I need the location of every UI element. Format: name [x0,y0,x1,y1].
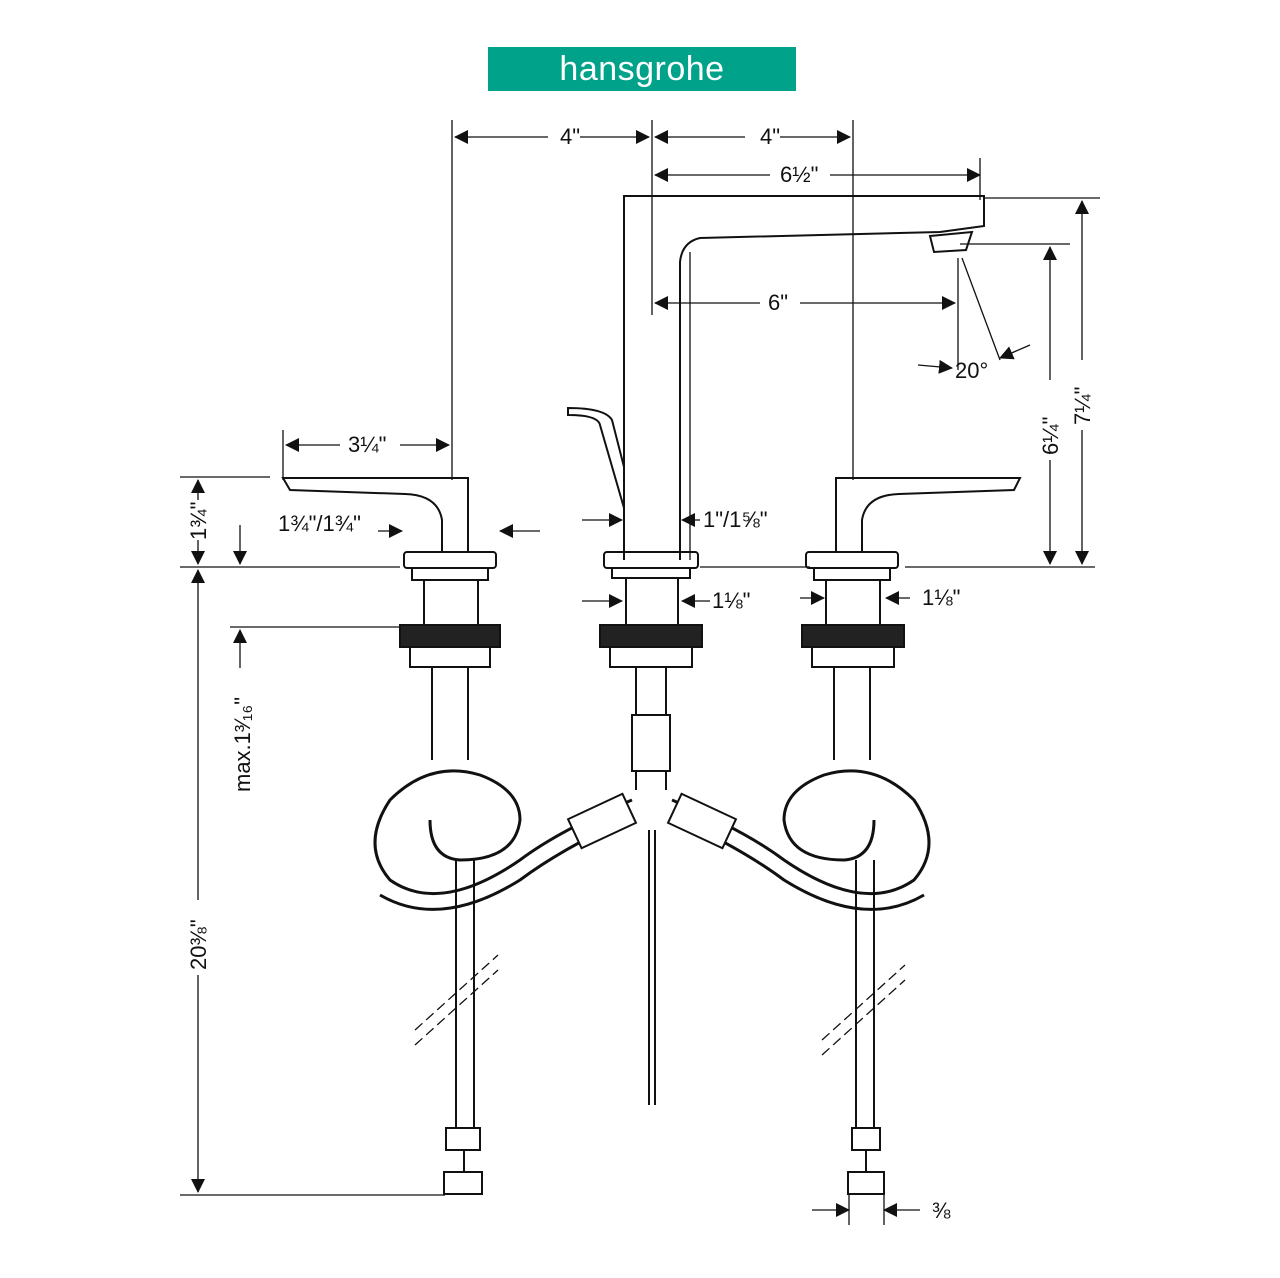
dimension-labels: 4" 4" 6½" 6" 20° 3¼" 1¾"/1¾" 1"/1⅝" 1⅛" … [186,124,1095,1223]
right-handle [805,477,1022,625]
supply-hoses [373,667,931,1195]
hansgrohe-logo: hansgrohe [488,47,796,91]
dim-connection: ⅜ [932,1198,951,1223]
dim-handle-shank: 1⅛" [922,585,960,610]
dim-outlet-reach: 6" [768,290,788,315]
extension-lines [180,120,1100,1196]
dimension-lines [191,130,1089,1225]
dim-total-length: 20⅜" [186,919,211,970]
mounting-nuts [399,624,905,668]
dim-max-deck: max.1³⁄₁₆" [230,697,255,792]
dim-right-spacing: 4" [760,124,780,149]
dim-spray-angle: 20° [955,358,988,383]
dim-outlet-height: 6¼" [1038,417,1063,455]
dim-handle-base: 1¾"/1¾" [278,511,361,536]
dim-total-height: 7¼" [1070,387,1095,425]
spout [567,195,985,625]
dim-handle-length: 3¼" [348,432,386,457]
dim-handle-height: 1¾" [186,502,211,540]
dim-spout-reach: 6½" [780,162,818,187]
left-handle [281,477,497,625]
dim-spout-base: 1"/1⅝" [703,507,768,532]
dim-left-spacing: 4" [560,124,580,149]
dim-spout-shank: 1⅛" [712,588,750,613]
